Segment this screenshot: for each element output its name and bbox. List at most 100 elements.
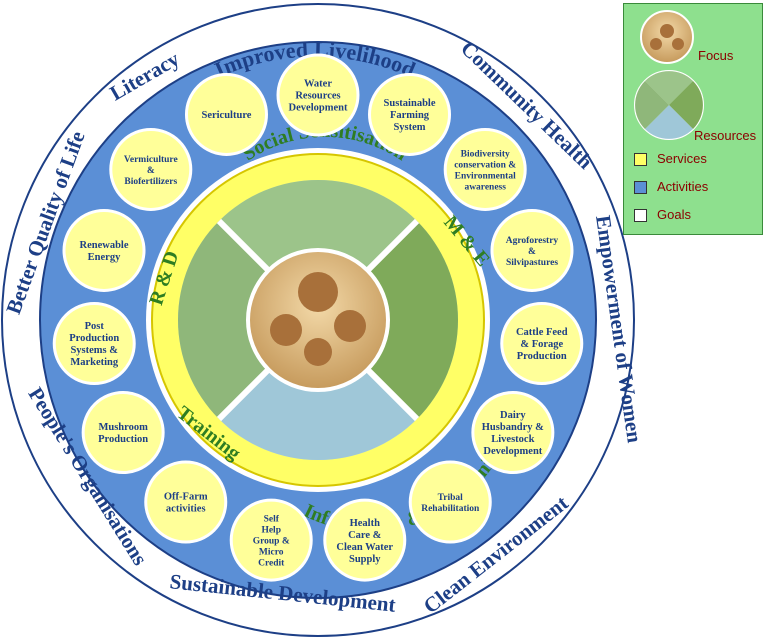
activity-label-line: Clean Water xyxy=(336,542,393,553)
activity-label-line: & xyxy=(528,247,536,257)
activity-circle-shape xyxy=(368,72,452,156)
activity-label-line: System xyxy=(393,122,425,133)
activity-label-line: Production xyxy=(98,434,148,445)
activity-label-line: Tribal xyxy=(438,493,464,503)
focus-thumbnail-icon xyxy=(640,10,694,64)
activity-label-line: Biofertilizers xyxy=(124,177,177,187)
activity-label: Vermiculture&Biofertilizers xyxy=(124,155,178,187)
activity-circle-shape xyxy=(471,391,555,474)
activity-label-line: Energy xyxy=(88,252,121,263)
activity-label-line: Sustainable xyxy=(384,98,436,109)
legend-services-swatch xyxy=(634,153,647,166)
legend-graphics xyxy=(634,10,704,140)
activity-circle-shape xyxy=(500,302,584,386)
activity-circle-shape xyxy=(109,127,193,211)
activity-label-line: Post xyxy=(85,321,105,332)
activity-label-line: Development xyxy=(483,446,542,457)
activity-label-line: conservation & xyxy=(454,160,516,170)
focus-circle xyxy=(246,248,390,392)
activity-circle: Agroforestry&Silvipastures xyxy=(490,208,574,292)
activity-label-line: Development xyxy=(289,103,348,114)
activity-label-line: Off-Farm xyxy=(164,492,208,503)
activity-label-line: Production xyxy=(517,351,567,362)
activity-circle-shape xyxy=(62,208,146,292)
activity-label: Agroforestry&Silvipastures xyxy=(506,236,559,268)
legend-goals-swatch xyxy=(634,209,647,222)
legend-goals-label: Goals xyxy=(657,207,691,222)
activity-circle: Sericulture xyxy=(184,72,268,156)
activity-label-line: Sericulture xyxy=(201,110,251,121)
activity-label-line: & Forage xyxy=(520,339,563,350)
activity-label-line: Agroforestry xyxy=(506,236,559,246)
legend-services-label: Services xyxy=(657,151,707,166)
activity-label-line: Cattle Feed xyxy=(516,327,568,338)
activity-label-line: Rehabilitation xyxy=(421,504,480,514)
activity-circle-shape xyxy=(81,391,165,474)
activity-label-line: Micro xyxy=(259,547,284,557)
activity-label-line: Water xyxy=(304,79,332,90)
activity-label-line: Environmental xyxy=(455,171,516,181)
activity-circle-shape xyxy=(408,460,492,544)
activity-label-line: & xyxy=(147,166,155,176)
activity-label-line: Resources xyxy=(295,91,340,102)
activity-label-line: activities xyxy=(166,504,206,515)
legend: Focus Resources Services Activities Goal… xyxy=(623,3,763,235)
legend-focus-label: Focus xyxy=(698,48,734,63)
activity-label: Sericulture xyxy=(201,110,251,121)
activity-label-line: Farming xyxy=(390,110,430,121)
activity-label-line: Marketing xyxy=(70,357,119,368)
activity-circle-shape xyxy=(323,498,407,582)
activity-label-line: Systems & xyxy=(70,345,118,356)
activity-label-line: Dairy xyxy=(500,410,526,421)
activity-label-line: Group & xyxy=(253,536,290,546)
activity-label-line: Vermiculture xyxy=(124,155,178,165)
activity-label-line: Help xyxy=(261,525,281,535)
activity-label-line: Mushroom xyxy=(98,422,148,433)
activity-circle: Vermiculture&Biofertilizers xyxy=(109,127,193,211)
activity-circle-shape xyxy=(184,72,268,156)
activity-label-line: Health xyxy=(350,518,380,529)
activity-label-line: Care & xyxy=(348,530,382,541)
activity-label-line: Production xyxy=(69,333,119,344)
legend-resources-label: Resources xyxy=(694,128,757,143)
activity-circle-shape xyxy=(490,208,574,292)
activity-label-line: Silvipastures xyxy=(506,258,558,268)
resources-thumbnail-icon xyxy=(634,70,704,140)
activity-label-line: Biodiversity xyxy=(461,149,510,159)
legend-activities-swatch xyxy=(634,181,647,194)
activity-label-line: awareness xyxy=(464,182,506,192)
activity-label-line: Husbandry & xyxy=(482,422,544,433)
activity-label-line: Renewable xyxy=(80,240,129,251)
activity-circle-shape xyxy=(276,53,360,137)
activity-label-line: Self xyxy=(264,514,280,524)
activity-circle-shape xyxy=(229,498,313,582)
activity-circle-shape xyxy=(443,127,527,211)
activity-label-line: Credit xyxy=(258,558,285,568)
